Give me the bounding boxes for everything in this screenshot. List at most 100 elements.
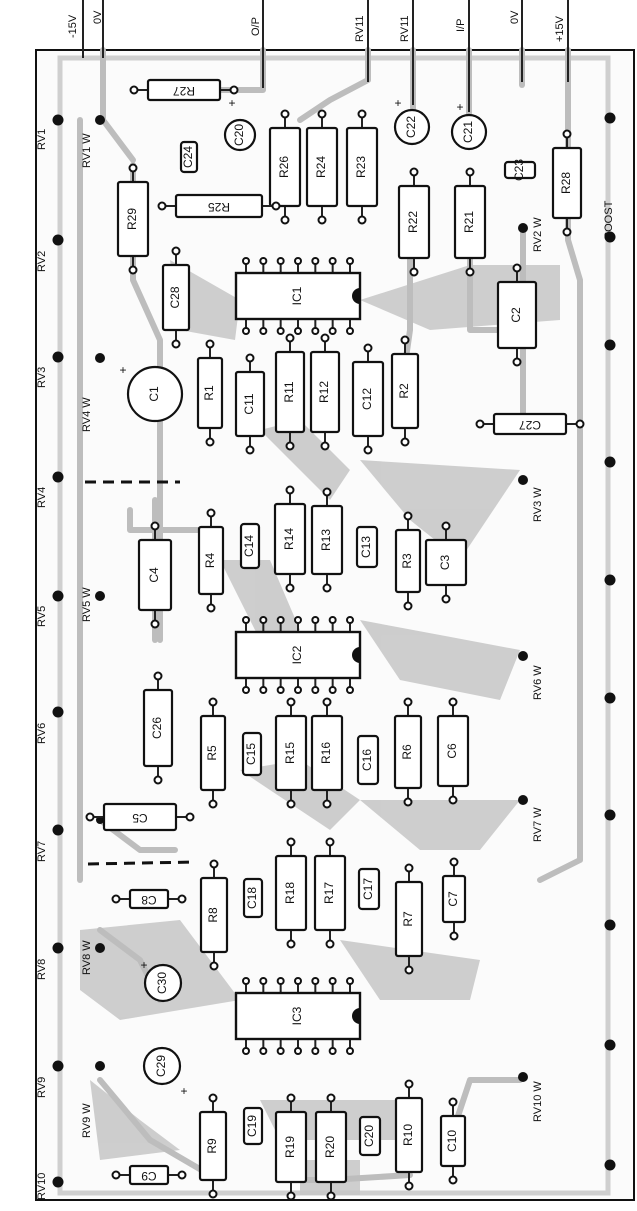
resistor-label: R27 [173, 84, 195, 98]
resistor-r16: R16 [310, 697, 344, 809]
capacitor-c12: C12 [351, 343, 385, 455]
capacitor-c15: C15 [241, 731, 263, 777]
capacitor-c16: C16 [356, 734, 380, 786]
resistor-r1: R1 [196, 339, 224, 447]
pot-label-rv3: RV3 [36, 367, 48, 388]
left-pot-labels: RV1 RV2 RV3 RV4 RV5 RV6 RV7 RV8 RV9 RV10 [36, 129, 48, 1200]
resistor-r15: R15 [274, 697, 308, 809]
ic-ic3: IC3 [234, 977, 362, 1055]
capacitor-c24: C24 [179, 140, 199, 174]
polarity-plus: + [228, 96, 235, 110]
resistor-r2: R2 [390, 335, 420, 447]
resistor-label: R11 [282, 381, 296, 402]
terminal-label-rv11-a: RV11 [354, 15, 366, 42]
resistor-label: R22 [406, 211, 420, 233]
capacitor-c10: C10 [439, 1097, 467, 1185]
ic-label: IC2 [290, 645, 304, 664]
capacitor-c19: C19 [242, 1106, 264, 1146]
terminal-label-neg15v: -15V [67, 14, 79, 38]
capacitor-label: C12 [360, 388, 374, 410]
resistor-label: R10 [401, 1124, 415, 1146]
capacitor-label: C1 [147, 386, 161, 402]
ic-ic2: IC2 [234, 616, 362, 694]
capacitor-c3: C3 [424, 521, 468, 604]
wiper-label-rv8: RV8 W [81, 940, 93, 975]
pot-label-rv7: RV7 [36, 841, 48, 862]
capacitor-label: C16 [360, 749, 374, 771]
resistor-r24: R24 [305, 109, 339, 225]
capacitor-c22: C22+ [393, 96, 431, 146]
capacitor-label: C20 [362, 1125, 376, 1147]
capacitor-label: C21 [461, 121, 475, 143]
right-wiper-labels: RV2 W RV3 W RV6 W RV7 W RV10 W [532, 217, 544, 1122]
resistor-label: R29 [125, 208, 139, 230]
capacitor-c6: C6 [436, 697, 470, 805]
capacitor-c20: C20 + [223, 96, 257, 152]
capacitor-c30: C30 + [140, 958, 183, 1003]
capacitor-c23: C23 [503, 159, 537, 181]
left-wiper-pads [95, 115, 105, 1071]
ic-label: IC3 [290, 1006, 304, 1025]
capacitor-label: C27 [519, 418, 541, 432]
resistor-r8: R8 [199, 859, 229, 971]
capacitor-c14: C14 [239, 522, 261, 570]
capacitor-label: C26 [150, 717, 164, 739]
resistor-label: R17 [322, 882, 336, 904]
ic-ic1: IC1 [234, 257, 362, 335]
capacitor-c13: C13 [355, 525, 379, 569]
polarity-plus: + [180, 1084, 187, 1098]
resistor-label: R18 [283, 882, 297, 904]
resistor-r26: R26 [268, 109, 302, 225]
pot-label-rv8: RV8 [36, 959, 48, 980]
polarity-plus: + [456, 100, 463, 114]
polarity-plus: + [119, 363, 126, 377]
wiper-label-rv4: RV4 W [81, 397, 93, 432]
wiper-label-rv6: RV6 W [532, 665, 544, 700]
wiper-label-rv1: RV1 W [81, 133, 93, 168]
resistor-label: R24 [314, 156, 328, 178]
capacitor-c2: C2 [496, 263, 538, 367]
right-edge-pads [604, 112, 616, 1171]
pot-label-rv9: RV9 [36, 1077, 48, 1098]
capacitor-label: C28 [168, 286, 182, 308]
capacitor-label: C19 [245, 1115, 259, 1137]
terminal-label-0v-a: 0V [92, 10, 104, 24]
resistor-label: R1 [202, 385, 216, 401]
pot-label-rv1: RV1 [36, 129, 48, 150]
pot-label-rv2: RV2 [36, 251, 48, 272]
resistor-label: R28 [559, 172, 573, 194]
capacitor-label: C30 [155, 972, 169, 994]
capacitor-label: C23 [512, 159, 526, 181]
resistor-label: R8 [206, 907, 220, 923]
resistor-label: R25 [208, 200, 230, 214]
capacitor-label: C13 [359, 536, 373, 558]
top-terminal-wires [82, 0, 569, 112]
resistor-r6: R6 [393, 697, 423, 807]
resistor-r12: R12 [309, 333, 341, 451]
capacitor-label: C22 [404, 116, 418, 138]
resistor-r10: R10 [394, 1079, 424, 1191]
wiper-label-rv7: RV7 W [532, 807, 544, 842]
resistor-label: R5 [205, 745, 219, 761]
capacitor-c5: C5 [85, 802, 195, 832]
capacitor-label: C20 [232, 124, 246, 146]
left-wiper-labels: RV1 W RV4 W RV5 W RV8 W RV9 W [81, 133, 93, 1138]
resistor-label: R21 [462, 211, 476, 233]
capacitor-c1: C1 + [119, 363, 184, 423]
capacitor-label: C11 [242, 393, 256, 414]
resistor-r7: R7 [394, 863, 424, 975]
terminal-label-ip: I/P [455, 19, 467, 32]
resistor-r25: R25 [157, 193, 281, 219]
pot-label-rv4: RV4 [36, 487, 48, 508]
capacitor-c18: C18 [242, 877, 264, 919]
resistor-label: R20 [323, 1136, 337, 1158]
resistor-label: R13 [319, 529, 333, 551]
polarity-plus: + [140, 958, 147, 972]
capacitor-c29: C29+ [142, 1046, 188, 1098]
resistor-r28: R28 [551, 129, 583, 237]
terminal-label-rv11-b: RV11 [399, 15, 411, 42]
wiper-label-rv3: RV3 W [532, 487, 544, 522]
resistor-r23: R23 [345, 109, 379, 225]
